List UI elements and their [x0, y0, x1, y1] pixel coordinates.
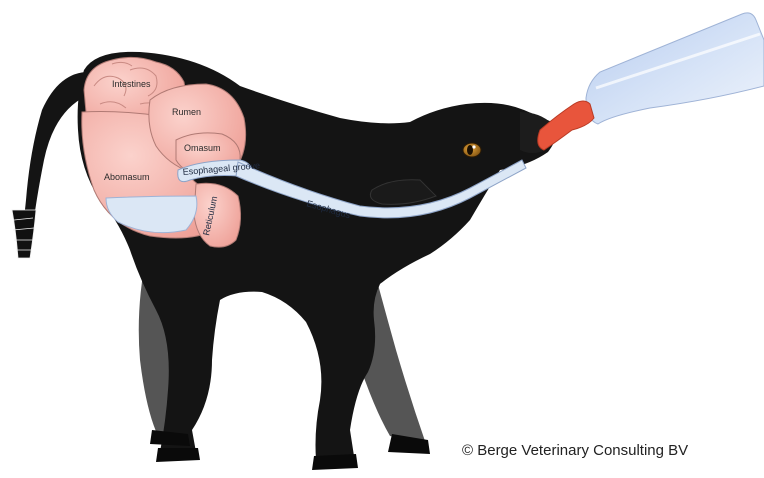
label-rumen: Rumen — [172, 107, 201, 117]
label-abomasum: Abomasum — [104, 172, 150, 182]
eye — [463, 143, 481, 157]
tail-tuft — [12, 210, 36, 258]
label-intestines: Intestines — [112, 79, 151, 89]
copyright-notice: © Berge Veterinary Consulting BV — [462, 442, 688, 459]
bottle-teat — [538, 101, 594, 150]
milk-bottle — [586, 13, 764, 124]
label-omasum: Omasum — [184, 143, 221, 153]
